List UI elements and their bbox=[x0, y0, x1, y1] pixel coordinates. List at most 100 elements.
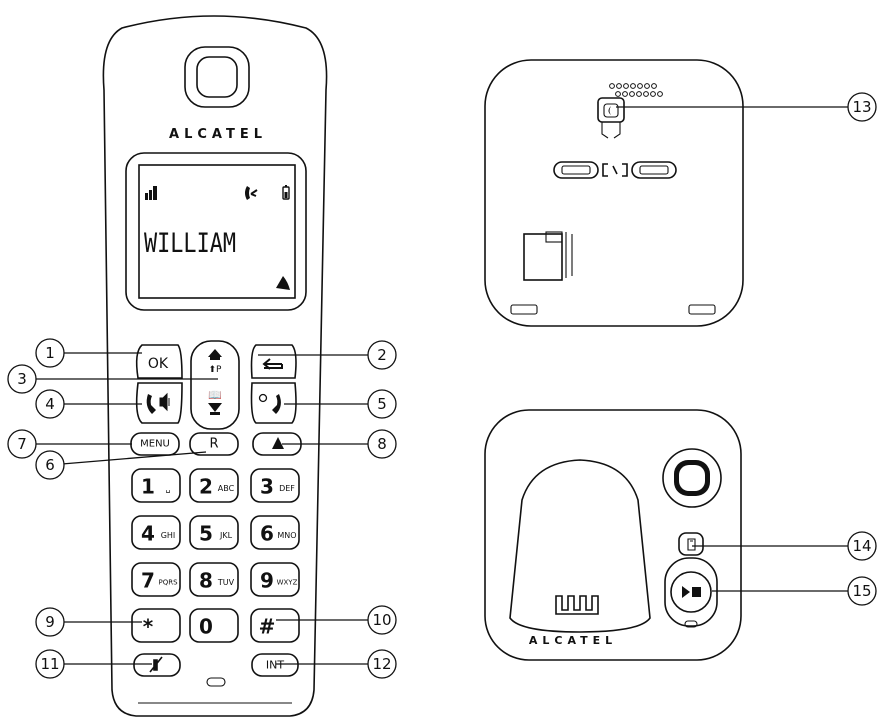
callout-1: 1 bbox=[35, 338, 142, 368]
ringer-bell-icon bbox=[272, 437, 284, 449]
handset-cradle bbox=[509, 459, 651, 633]
base-front-view: ALCATEL bbox=[484, 409, 742, 661]
grille-hole bbox=[644, 83, 650, 89]
callout-number: 6 bbox=[45, 456, 55, 474]
battery-compartment bbox=[523, 231, 573, 281]
digit-label: 9 bbox=[260, 569, 274, 593]
letters-label: JKL bbox=[219, 531, 233, 540]
callout-2: 2 bbox=[258, 340, 397, 370]
foot-left bbox=[510, 304, 538, 315]
digit-label: 7 bbox=[141, 569, 155, 593]
digit-key[interactable]: 2 ABC bbox=[189, 468, 239, 503]
callout-10: 10 bbox=[276, 605, 397, 635]
svg-text:OK: OK bbox=[148, 356, 169, 372]
callout-number: 12 bbox=[372, 655, 391, 673]
grille-hole bbox=[637, 83, 643, 89]
signal-icon bbox=[145, 186, 157, 200]
digit-key[interactable]: * bbox=[131, 608, 181, 643]
callout-9: 9 bbox=[35, 607, 142, 637]
callout-circle bbox=[367, 389, 397, 419]
phonebook-add-icon: ⬆P bbox=[209, 365, 223, 375]
talk-handsfree-key[interactable] bbox=[135, 382, 183, 424]
power-icon bbox=[258, 393, 268, 403]
callout-circle bbox=[35, 649, 65, 679]
mute-key[interactable] bbox=[133, 653, 181, 677]
caller-name: WILLIAM bbox=[144, 228, 236, 259]
digit-key[interactable]: # bbox=[250, 608, 300, 643]
handset-find-icon bbox=[687, 538, 696, 551]
ok-key[interactable]: OK bbox=[135, 344, 183, 379]
callout-number: 8 bbox=[377, 435, 387, 453]
moon-icon bbox=[608, 106, 611, 115]
battery-icon bbox=[282, 185, 290, 200]
ringer-icon bbox=[276, 276, 290, 290]
mute-microphone-icon bbox=[149, 656, 163, 673]
callout-circle bbox=[35, 389, 65, 419]
hang-up-icon bbox=[272, 394, 281, 414]
callout-circle bbox=[35, 450, 65, 480]
digit-label: 5 bbox=[199, 522, 213, 546]
callout-number: 1 bbox=[45, 344, 55, 362]
grille-hole bbox=[629, 91, 635, 97]
svg-text:MENU: MENU bbox=[140, 439, 170, 450]
digit-label: 1 bbox=[141, 475, 155, 499]
speaker-grille bbox=[609, 83, 663, 97]
callout-11: 11 bbox=[35, 649, 152, 679]
callout-number: 2 bbox=[377, 346, 387, 364]
back-key[interactable] bbox=[250, 344, 297, 379]
speaker-icon bbox=[159, 392, 170, 412]
callout-13: 13 bbox=[616, 92, 877, 122]
letters-label: MNO bbox=[277, 531, 296, 540]
grille-hole bbox=[609, 83, 615, 89]
paging-button[interactable] bbox=[678, 532, 704, 556]
play-stop-button[interactable] bbox=[664, 557, 718, 628]
callout-circle bbox=[847, 92, 877, 122]
digit-key[interactable]: 5 JKL bbox=[189, 515, 239, 550]
grille-hole bbox=[643, 91, 649, 97]
callout-6: 6 bbox=[35, 450, 207, 480]
grille-hole bbox=[651, 83, 657, 89]
digit-label: 3 bbox=[260, 475, 274, 499]
digit-key[interactable]: 1␣ bbox=[131, 468, 181, 503]
base-speaker bbox=[662, 448, 722, 508]
letters-label: TUV bbox=[217, 578, 235, 587]
digit-label: 0 bbox=[199, 615, 213, 639]
letters-label: GHI bbox=[161, 531, 176, 540]
grille-hole bbox=[630, 83, 636, 89]
callout-12: 12 bbox=[276, 649, 397, 679]
handset-brand-logo: ALCATEL bbox=[169, 127, 267, 142]
digit-label: 2 bbox=[199, 475, 213, 499]
callout-8: 8 bbox=[282, 429, 397, 459]
base-brand-logo: ALCATEL bbox=[529, 634, 617, 647]
phonebook-icon: 📖 bbox=[208, 389, 222, 402]
grille-hole bbox=[657, 91, 663, 97]
letters-label: ABC bbox=[218, 484, 235, 493]
callout-number: 3 bbox=[17, 370, 27, 388]
callout-number: 13 bbox=[852, 98, 871, 116]
grille-hole bbox=[650, 91, 656, 97]
menu-key[interactable]: MENU bbox=[130, 432, 180, 456]
callout-circle bbox=[367, 340, 397, 370]
grille-hole bbox=[622, 91, 628, 97]
callout-number: 11 bbox=[40, 655, 59, 673]
end-call-power-key[interactable] bbox=[250, 382, 297, 424]
callout-circle bbox=[367, 605, 397, 635]
recall-key[interactable]: R bbox=[189, 432, 239, 456]
intercom-key[interactable]: INT bbox=[251, 653, 299, 677]
grille-hole bbox=[615, 91, 621, 97]
navigation-key[interactable]: ⬆P 📖 bbox=[190, 340, 240, 430]
digit-key[interactable]: 0 bbox=[189, 608, 239, 643]
svg-text:INT: INT bbox=[266, 659, 284, 672]
callout-14: 14 bbox=[692, 531, 877, 561]
microphone-slot bbox=[206, 677, 226, 687]
phone-icon bbox=[146, 394, 156, 414]
